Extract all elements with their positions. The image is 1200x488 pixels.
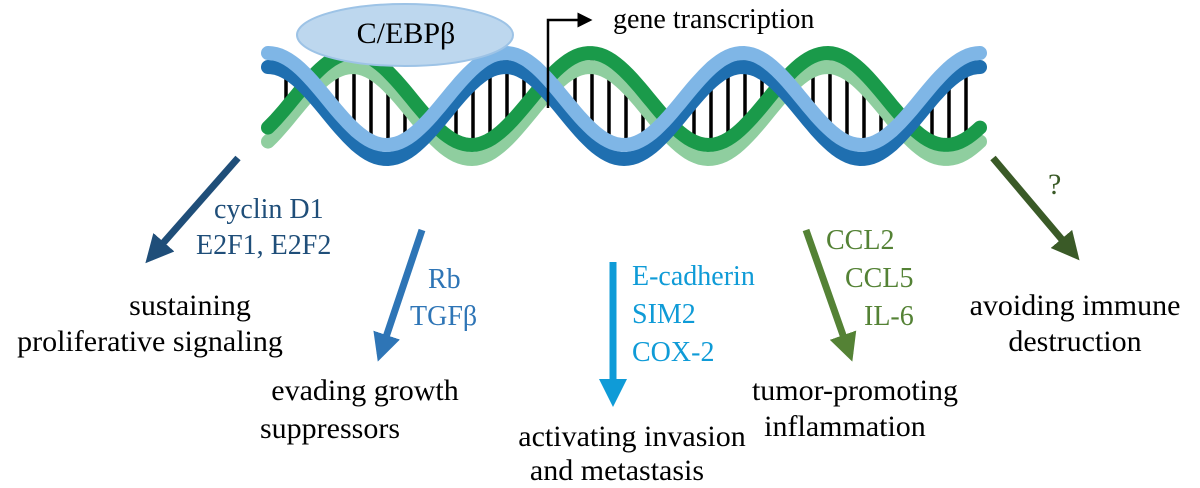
strand-green: [261, 45, 987, 153]
gene-ccl2: CCL2: [826, 225, 895, 256]
gene-e-cadherin: E-cadherin: [632, 261, 755, 292]
hallmark-growth-line2: suppressors: [260, 412, 400, 445]
gene-e2f1-e2f2: E2F1, E2F2: [196, 230, 332, 261]
protein-ellipse: [296, 3, 514, 67]
hallmark-inflammation-line2: inflammation: [764, 410, 926, 443]
arrow-proliferative: [145, 155, 241, 264]
gene-cox2: COX-2: [632, 337, 715, 368]
gene-unknown: ?: [1048, 168, 1062, 201]
arrow-immune: [990, 155, 1080, 261]
hallmark-immune-line2: destruction: [1008, 325, 1142, 358]
gene-rb: Rb: [428, 264, 461, 295]
hallmark-invasion-line2: and metastasis: [529, 454, 705, 487]
protein-label: C/EBPβ: [356, 17, 456, 50]
arrow-growth-suppressors: [373, 228, 426, 362]
strand-light-blue: [261, 45, 987, 153]
hallmark-invasion-line1: activating invasion: [518, 420, 746, 453]
gene-ccl5: CCL5: [845, 263, 914, 294]
gene-sim2: SIM2: [632, 299, 696, 330]
gene-il6: IL-6: [864, 301, 914, 332]
hallmark-growth-line1: evading growth: [271, 374, 459, 407]
transcription-label: gene transcription: [613, 4, 815, 35]
hallmark-inflammation-line1: tumor-promoting: [751, 374, 959, 407]
arrow-inflammation: [802, 228, 857, 362]
strand-dark-blue: [261, 59, 987, 167]
hallmark-immune-line1: avoiding immune: [969, 289, 1181, 322]
transcription-start-arrow: [546, 12, 593, 108]
gene-tgfb: TGFβ: [410, 301, 478, 332]
hallmark-proliferative-line1: sustaining: [129, 289, 251, 322]
hallmark-proliferative-line2: proliferative signaling: [17, 325, 283, 358]
gene-cyclin-d1: cyclin D1: [214, 194, 324, 225]
dna-strands: [261, 45, 987, 167]
strand-light-green: [261, 59, 987, 167]
